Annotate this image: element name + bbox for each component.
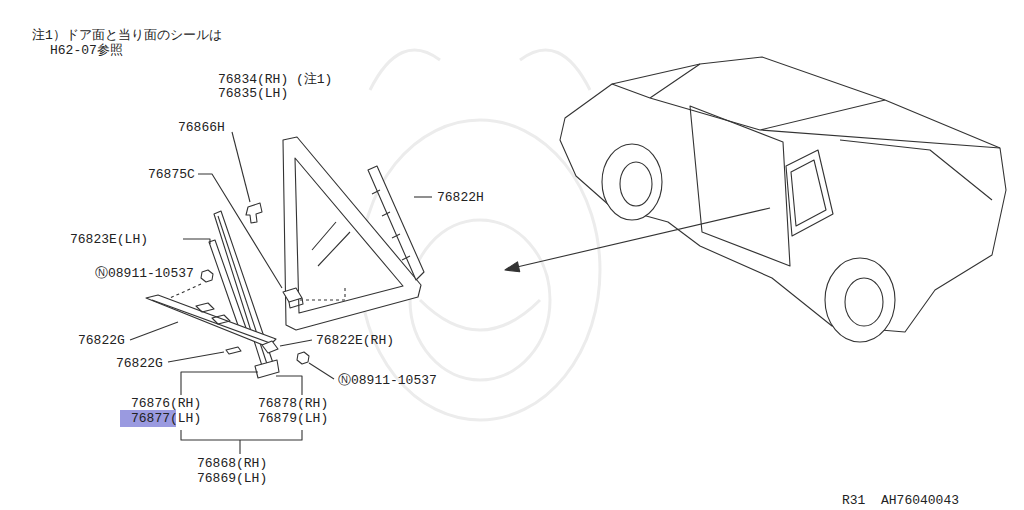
quarter-glass — [300, 288, 345, 300]
clip — [283, 288, 302, 302]
pointer-arrow — [505, 262, 520, 272]
part-number: 76822G — [116, 356, 163, 371]
leader-line — [276, 376, 302, 395]
clip — [246, 203, 262, 223]
nut-symbol — [170, 284, 201, 298]
leader-line — [181, 372, 258, 395]
seal-strip — [146, 295, 276, 347]
note-text: 注1）ドア面と当り面のシールは H62-07参照 — [32, 28, 240, 58]
part-number: 76834(RH) (注1) — [218, 72, 332, 87]
part-number: 76822H — [437, 190, 484, 205]
part-number: 76869(LH) — [197, 471, 267, 486]
car-illustration — [560, 57, 1006, 342]
car-illustration — [840, 140, 992, 200]
leader-line — [181, 430, 302, 454]
leader-line — [183, 239, 210, 244]
part-number: 76822G — [78, 333, 125, 348]
leader-line — [168, 352, 224, 362]
pointer-arrow — [517, 208, 770, 267]
car-illustration — [602, 144, 662, 220]
part-number: Ⓝ08911-10537 — [338, 373, 437, 388]
part-number: 76822E(RH) — [316, 333, 394, 348]
part-number: Ⓝ08911-10537 — [95, 266, 194, 281]
seal-strip — [372, 190, 410, 260]
part-number: 76823E(LH) — [70, 232, 148, 247]
clip — [289, 298, 303, 308]
car-illustration — [786, 150, 833, 236]
seal-strip — [146, 295, 278, 354]
seal-strip — [368, 166, 424, 280]
clip — [246, 203, 262, 223]
car-illustration — [612, 64, 1000, 148]
division-bar — [255, 360, 279, 378]
car-illustration — [560, 57, 1006, 332]
leader-line — [130, 132, 432, 454]
car-illustration — [620, 162, 652, 206]
seal-strip — [368, 166, 424, 280]
leader-line — [130, 322, 178, 340]
part-number: 76868(RH) — [197, 456, 267, 471]
quarter-glass — [312, 222, 350, 266]
part-number: 76866H — [178, 120, 225, 135]
part-number: 76876(RH) — [131, 396, 201, 411]
nut-symbol — [170, 270, 309, 364]
part-number: 76878(RH) — [258, 396, 328, 411]
drawing-code: R31 AH76040043 — [842, 493, 959, 508]
nut-symbol — [201, 270, 213, 282]
watermark — [370, 50, 590, 90]
division-bar — [214, 211, 279, 378]
nut-symbol — [297, 352, 309, 364]
car-illustration — [825, 258, 895, 342]
part-number: 76879(LH) — [258, 411, 328, 426]
leader-line — [198, 174, 282, 288]
quarter-glass — [295, 158, 403, 313]
watermark — [360, 50, 600, 420]
part-number: 76835(LH) — [218, 86, 288, 101]
seal-strip — [196, 303, 241, 354]
leader-line — [309, 363, 334, 379]
leader-line — [414, 196, 432, 197]
leader-line — [232, 132, 250, 202]
seal-strip — [262, 341, 278, 353]
clip — [283, 288, 303, 308]
watermark — [420, 300, 540, 330]
pointer-arrow — [505, 208, 770, 272]
part-number: 76875C — [148, 167, 195, 182]
car-illustration — [690, 106, 790, 266]
car-illustration — [845, 278, 883, 326]
leader-line — [280, 340, 312, 346]
part-number: 76877(LH) — [131, 411, 201, 426]
watermark — [410, 220, 550, 380]
